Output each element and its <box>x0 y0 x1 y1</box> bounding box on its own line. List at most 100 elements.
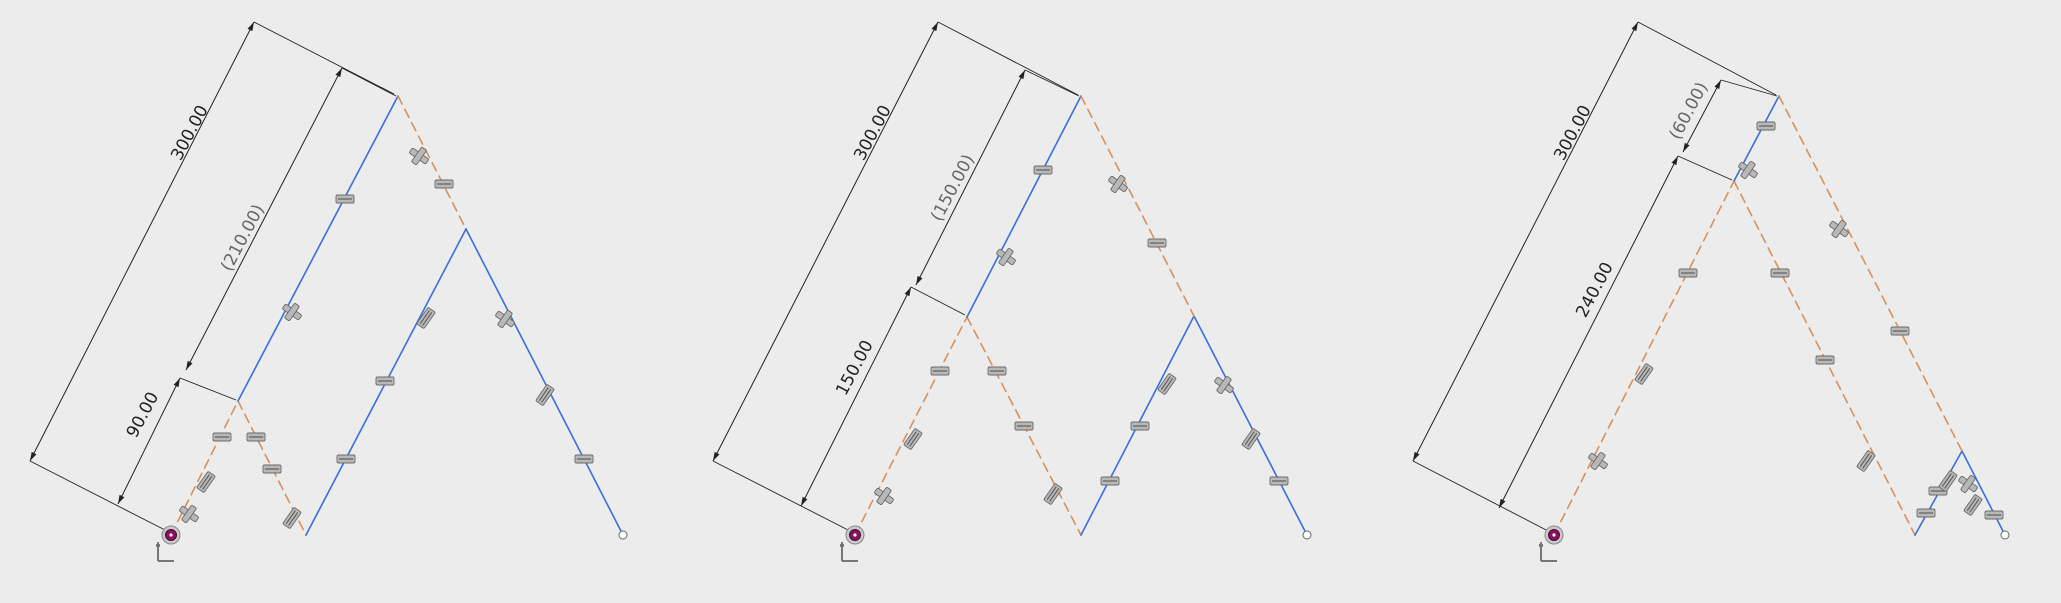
parallel-constraint-box <box>282 507 302 529</box>
equal-constraint-icon[interactable] <box>246 432 266 442</box>
equal-constraint-icon[interactable] <box>1014 421 1034 431</box>
construction-line[interactable] <box>397 95 467 230</box>
equal-constraint-icon[interactable] <box>336 454 356 464</box>
collinear-constraint-icon[interactable] <box>176 501 203 527</box>
equal-constraint-icon[interactable] <box>1890 326 1910 336</box>
equal-constraint-icon[interactable] <box>1147 238 1167 248</box>
sketch-3[interactable]: 300.00 240.00 (60.00) <box>1412 21 2010 562</box>
extension-line <box>1024 69 1080 97</box>
equal-constraint-icon[interactable] <box>1770 268 1790 278</box>
collinear-constraint-bar <box>181 505 197 523</box>
equal-constraint-icon[interactable] <box>434 179 454 189</box>
collinear-constraint-icon[interactable] <box>279 299 306 325</box>
parallel-constraint-icon[interactable] <box>1241 428 1261 450</box>
parallel-constraint-stroke <box>538 387 549 401</box>
parallel-constraint-icon[interactable] <box>903 428 923 450</box>
sketch-line[interactable] <box>1193 315 1308 536</box>
dimension-value[interactable]: 300.00 <box>850 102 896 164</box>
origin-center <box>169 533 173 537</box>
equal-constraint-icon[interactable] <box>1815 355 1835 365</box>
parallel-constraint-stroke <box>285 510 296 524</box>
sketch-line[interactable] <box>465 228 624 536</box>
equal-constraint-icon[interactable] <box>1984 510 2004 520</box>
parallel-constraint-icon[interactable] <box>196 471 216 493</box>
parallel-constraint-icon[interactable] <box>1634 363 1654 385</box>
collinear-constraint-bar <box>1831 220 1847 238</box>
dimension-value[interactable]: 150.00 <box>832 337 878 399</box>
equal-constraint-icon[interactable] <box>987 366 1007 376</box>
equal-constraint-icon[interactable] <box>212 432 232 442</box>
equal-constraint-icon[interactable] <box>1916 508 1936 518</box>
parallel-constraint-stroke <box>288 512 299 526</box>
parallel-constraint-icon[interactable] <box>282 507 302 529</box>
equal-constraint-icon[interactable] <box>262 464 282 474</box>
dimension-value[interactable]: (150.00) <box>927 151 979 225</box>
collinear-constraint-icon[interactable] <box>406 143 433 169</box>
overall-dimension[interactable] <box>712 21 939 462</box>
endpoint-icon[interactable] <box>618 530 628 540</box>
sketch-line[interactable] <box>1961 450 2006 536</box>
dimension-value[interactable]: 240.00 <box>1572 259 1618 321</box>
sketch-line[interactable] <box>237 95 399 402</box>
construction-line[interactable] <box>1080 95 1195 317</box>
lower-dimension[interactable] <box>117 377 181 505</box>
dimension-value[interactable]: (60.00) <box>1666 79 1713 143</box>
collinear-constraint-icon[interactable] <box>1955 471 1982 497</box>
construction-line[interactable] <box>1553 180 1735 536</box>
collinear-constraint-bar <box>1110 175 1126 193</box>
equal-constraint-icon[interactable] <box>1756 121 1776 131</box>
reference-dimension[interactable] <box>1682 79 1722 153</box>
equal-constraint-icon[interactable] <box>335 194 355 204</box>
equal-constraint-icon[interactable] <box>1033 165 1053 175</box>
dimension-value[interactable]: (210.00) <box>217 201 269 275</box>
construction-line[interactable] <box>1778 95 1963 452</box>
equal-constraint-icon[interactable] <box>375 376 395 386</box>
sketch-1[interactable]: 300.00 90.00 (210.00) <box>29 21 628 562</box>
sketch-line[interactable] <box>966 95 1082 318</box>
collinear-constraint-icon[interactable] <box>871 483 898 509</box>
equal-constraint-icon[interactable] <box>1100 476 1120 486</box>
extension-line <box>1720 79 1778 97</box>
origin-point-icon[interactable] <box>161 525 181 545</box>
collinear-constraint-icon[interactable] <box>1735 157 1762 183</box>
parallel-constraint-box <box>1157 373 1177 395</box>
reference-dimension[interactable] <box>915 69 1026 286</box>
endpoint-icon[interactable] <box>2000 530 2010 540</box>
parallel-constraint-stroke <box>1247 433 1258 447</box>
equal-constraint-icon[interactable] <box>1269 476 1289 486</box>
dimension-value[interactable]: 300.00 <box>167 102 213 164</box>
collinear-constraint-icon[interactable] <box>1105 171 1132 197</box>
collinear-constraint-icon[interactable] <box>993 244 1020 270</box>
reference-dimension[interactable] <box>185 67 343 371</box>
equal-constraint-icon[interactable] <box>1130 421 1150 431</box>
endpoint-icon[interactable] <box>1302 530 1312 540</box>
overall-dimension[interactable] <box>1412 21 1639 462</box>
parallel-constraint-icon[interactable] <box>1043 483 1063 505</box>
parallel-constraint-icon[interactable] <box>1963 494 1983 516</box>
lower-dimension[interactable] <box>800 286 912 507</box>
parallel-constraint-icon[interactable] <box>1938 470 1958 492</box>
dimension-value[interactable]: 300.00 <box>1550 102 1596 164</box>
equal-constraint-icon[interactable] <box>930 366 950 376</box>
collinear-constraint-icon[interactable] <box>1585 448 1612 474</box>
parallel-constraint-icon[interactable] <box>1856 450 1876 472</box>
equal-constraint-icon[interactable] <box>1678 268 1698 278</box>
dimension-group[interactable]: 300.00 90.00 (210.00) <box>29 21 397 531</box>
axis-tick <box>840 544 844 547</box>
axis-tick <box>156 544 160 547</box>
parallel-constraint-icon[interactable] <box>416 307 436 329</box>
collinear-constraint-icon[interactable] <box>1211 372 1238 398</box>
parallel-constraint-icon[interactable] <box>1157 373 1177 395</box>
axis-triad-icon <box>1539 542 1557 562</box>
parallel-constraint-icon[interactable] <box>535 384 555 406</box>
origin-point-icon[interactable] <box>1544 525 1564 545</box>
dimension-value[interactable]: 90.00 <box>123 389 164 441</box>
construction-line[interactable] <box>170 400 239 536</box>
lower-dimension[interactable] <box>1498 155 1679 509</box>
equal-constraint-icon[interactable] <box>574 454 594 464</box>
origin-point-icon[interactable] <box>845 525 865 545</box>
collinear-constraint-icon[interactable] <box>1826 216 1853 242</box>
sketch-2[interactable]: 300.00 150.00 (150.00) <box>712 21 1312 562</box>
collinear-constraint-icon[interactable] <box>492 306 519 332</box>
